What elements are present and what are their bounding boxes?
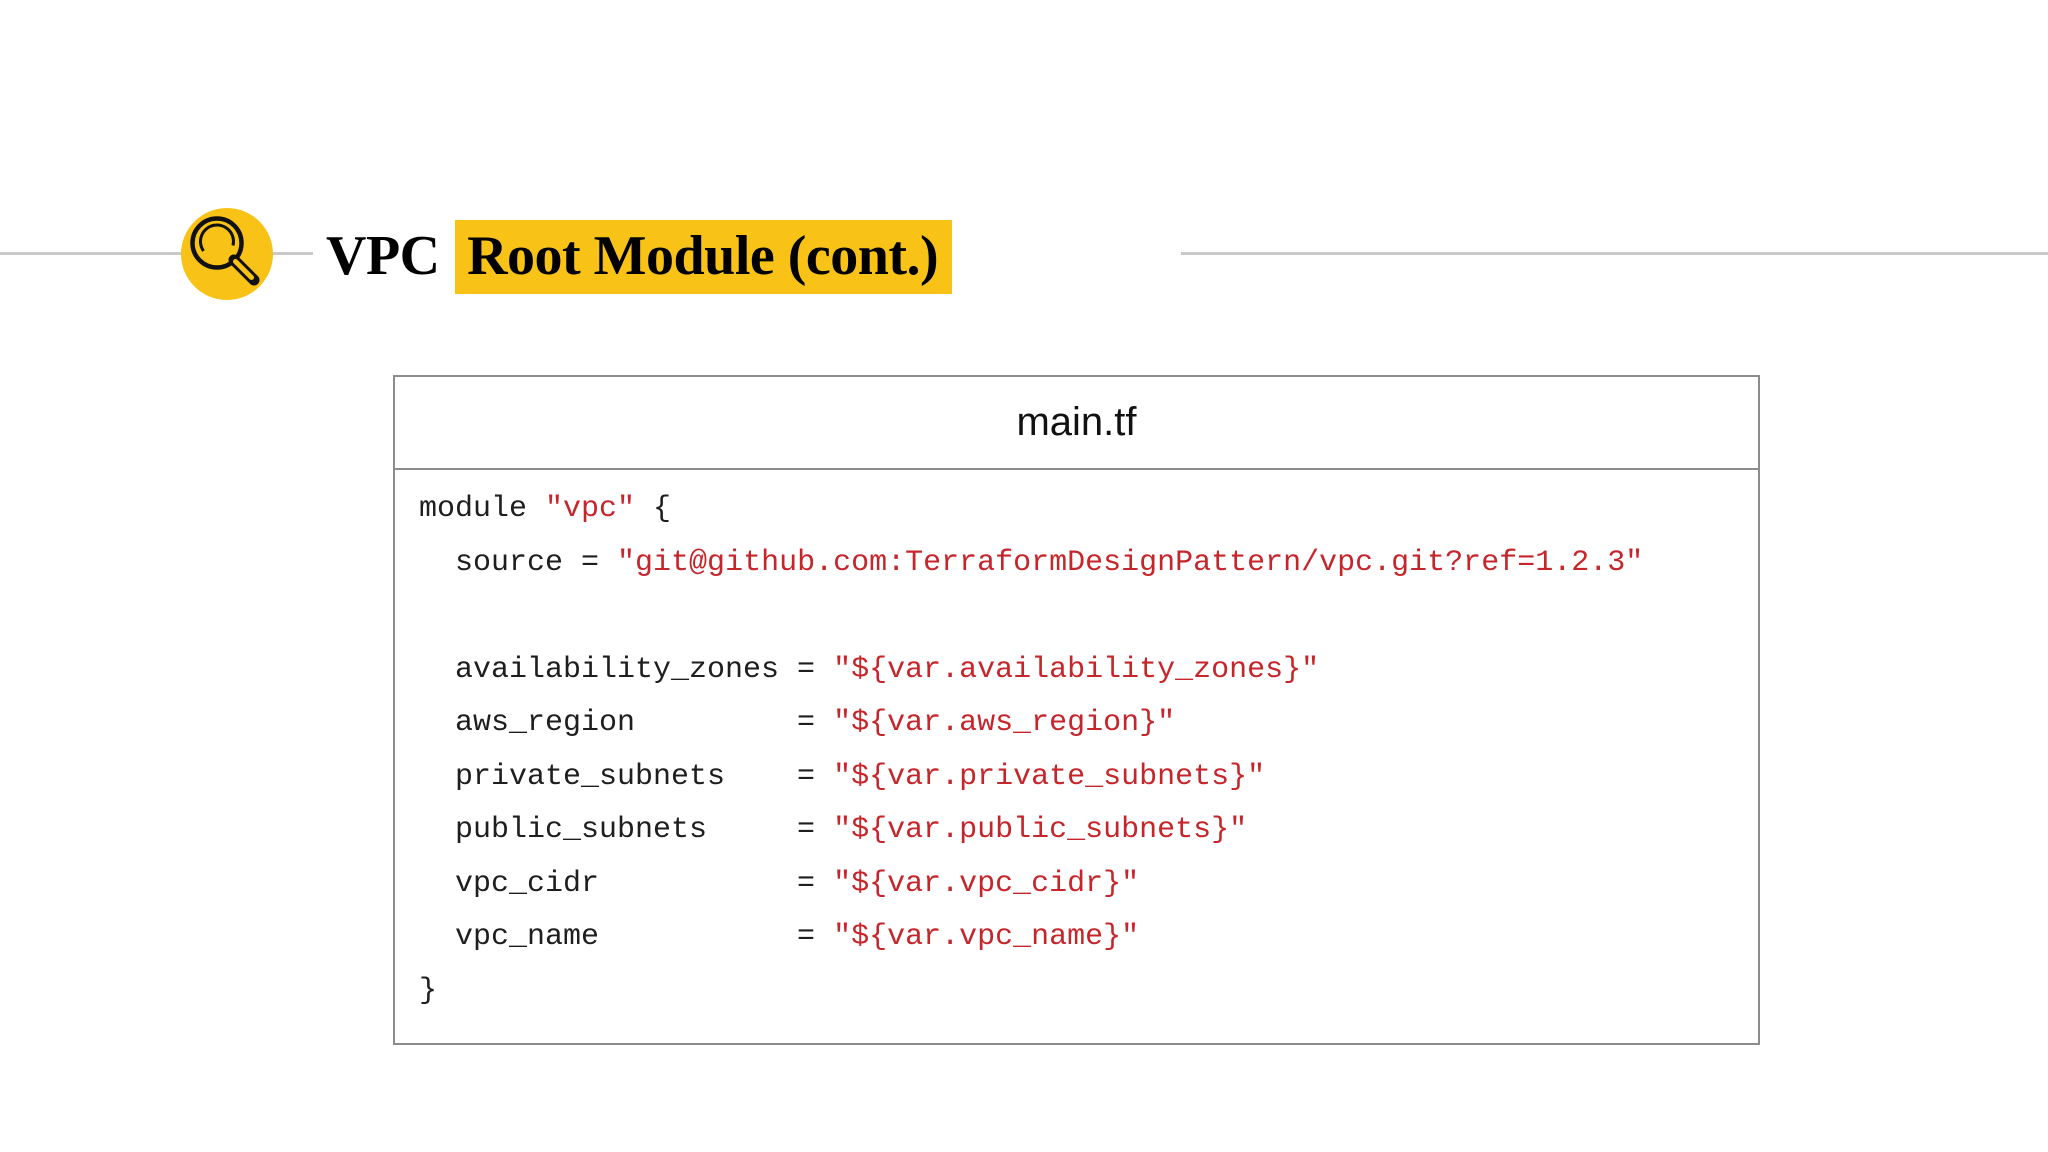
- code-string-token: "${var.vpc_name}": [833, 920, 1140, 954]
- code-string-token: "${var.public_subnets}": [833, 813, 1248, 847]
- title-block: VPC Root Module (cont.): [313, 213, 1181, 303]
- code-line: availability_zones = "${var.availability…: [419, 644, 1740, 698]
- code-line: vpc_cidr = "${var.vpc_cidr}": [419, 858, 1740, 912]
- code-plain-token: }: [419, 973, 438, 1008]
- code-line: private_subnets = "${var.private_subnets…: [419, 751, 1740, 805]
- code-string-token: "${var.private_subnets}": [833, 759, 1266, 794]
- code-line: [419, 590, 1740, 644]
- code-string-token: "${var.availability_zones}": [833, 652, 1320, 687]
- title-prefix: VPC: [326, 225, 454, 287]
- code-line: module "vpc" {: [419, 483, 1740, 537]
- code-panel: main.tf module "vpc" { source = "git@git…: [393, 375, 1760, 1045]
- code-panel-header: main.tf: [395, 377, 1758, 470]
- code-line: }: [419, 965, 1740, 1019]
- code-plain-token: {: [635, 492, 672, 526]
- code-string-token: "git@github.com:TerraformDesignPattern/v…: [617, 545, 1644, 580]
- code-plain-token: vpc_cidr =: [419, 866, 834, 901]
- code-plain-token: vpc_name =: [419, 920, 834, 954]
- page-title: VPC Root Module (cont.): [326, 220, 953, 294]
- code-plain-token: private_subnets =: [419, 759, 834, 794]
- code-body: module "vpc" { source = "git@github.com:…: [395, 470, 1758, 1018]
- magnifier-icon-badge: [181, 208, 273, 300]
- code-string-token: "${var.aws_region}": [833, 706, 1176, 740]
- code-plain-token: module: [419, 492, 546, 526]
- code-line: source = "git@github.com:TerraformDesign…: [419, 537, 1740, 591]
- code-line: aws_region = "${var.aws_region}": [419, 697, 1740, 751]
- file-name: main.tf: [1016, 400, 1137, 444]
- magnifier-icon: [190, 216, 260, 286]
- code-line: vpc_name = "${var.vpc_name}": [419, 911, 1740, 965]
- code-plain-token: aws_region =: [419, 706, 834, 740]
- code-string-token: "${var.vpc_cidr}": [833, 866, 1140, 901]
- code-plain-token: source =: [419, 545, 618, 580]
- title-highlight: Root Module (cont.): [455, 220, 953, 294]
- code-plain-token: availability_zones =: [419, 652, 834, 687]
- code-string-token: "vpc": [545, 492, 636, 526]
- code-line: public_subnets = "${var.public_subnets}": [419, 804, 1740, 858]
- code-plain-token: public_subnets =: [419, 813, 834, 847]
